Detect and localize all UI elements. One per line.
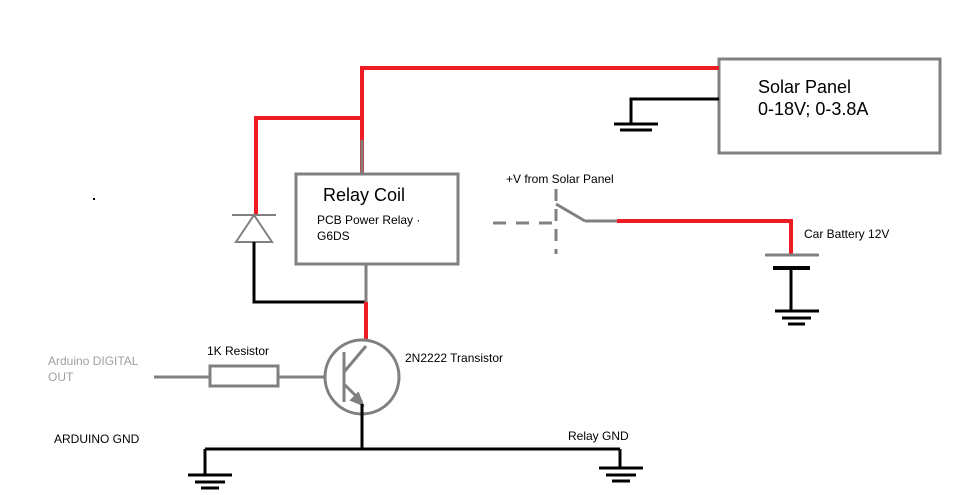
arduino-out-label-line1: Arduino DIGITAL: [48, 354, 139, 368]
arduino-out-label-line2: OUT: [48, 370, 74, 384]
diode-cathode-wire: [254, 116, 362, 216]
resistor-1k: [208, 364, 280, 388]
relay-gnd-label: Relay GND: [568, 429, 629, 443]
flyback-diode: [232, 213, 276, 243]
stray-dot: [93, 198, 95, 200]
battery-label: Car Battery 12V: [804, 227, 889, 241]
transistor-label: 2N2222 Transistor: [405, 351, 503, 365]
diode-anode-wire: [252, 242, 366, 304]
battery-positive-wire: [617, 219, 793, 254]
car-battery-symbol: [765, 253, 819, 326]
relay-coil-box: [294, 172, 460, 266]
solar-panel-rating: 0-18V; 0-3.8A: [758, 99, 868, 119]
relay-ground-symbol: [599, 449, 643, 483]
arduino-ground-symbol: [188, 449, 232, 490]
solar-panel-title: Solar Panel: [758, 77, 851, 97]
relay-model-line2: G6DS: [317, 229, 350, 243]
relay-switch-contact: [493, 189, 617, 254]
npn-transistor: [323, 338, 401, 416]
solar-negative-wire: [629, 97, 719, 124]
switch-label: +V from Solar Panel: [506, 172, 614, 186]
arduino-gnd-label: ARDUINO GND: [54, 432, 140, 446]
solar-ground-symbol: [614, 122, 658, 132]
relay-model-line1: PCB Power Relay ·: [317, 213, 420, 227]
resistor-label: 1K Resistor: [207, 344, 269, 358]
relay-coil-title: Relay Coil: [323, 185, 405, 205]
solar-panel-box: [717, 57, 942, 155]
solar-positive-wire: [360, 66, 719, 173]
